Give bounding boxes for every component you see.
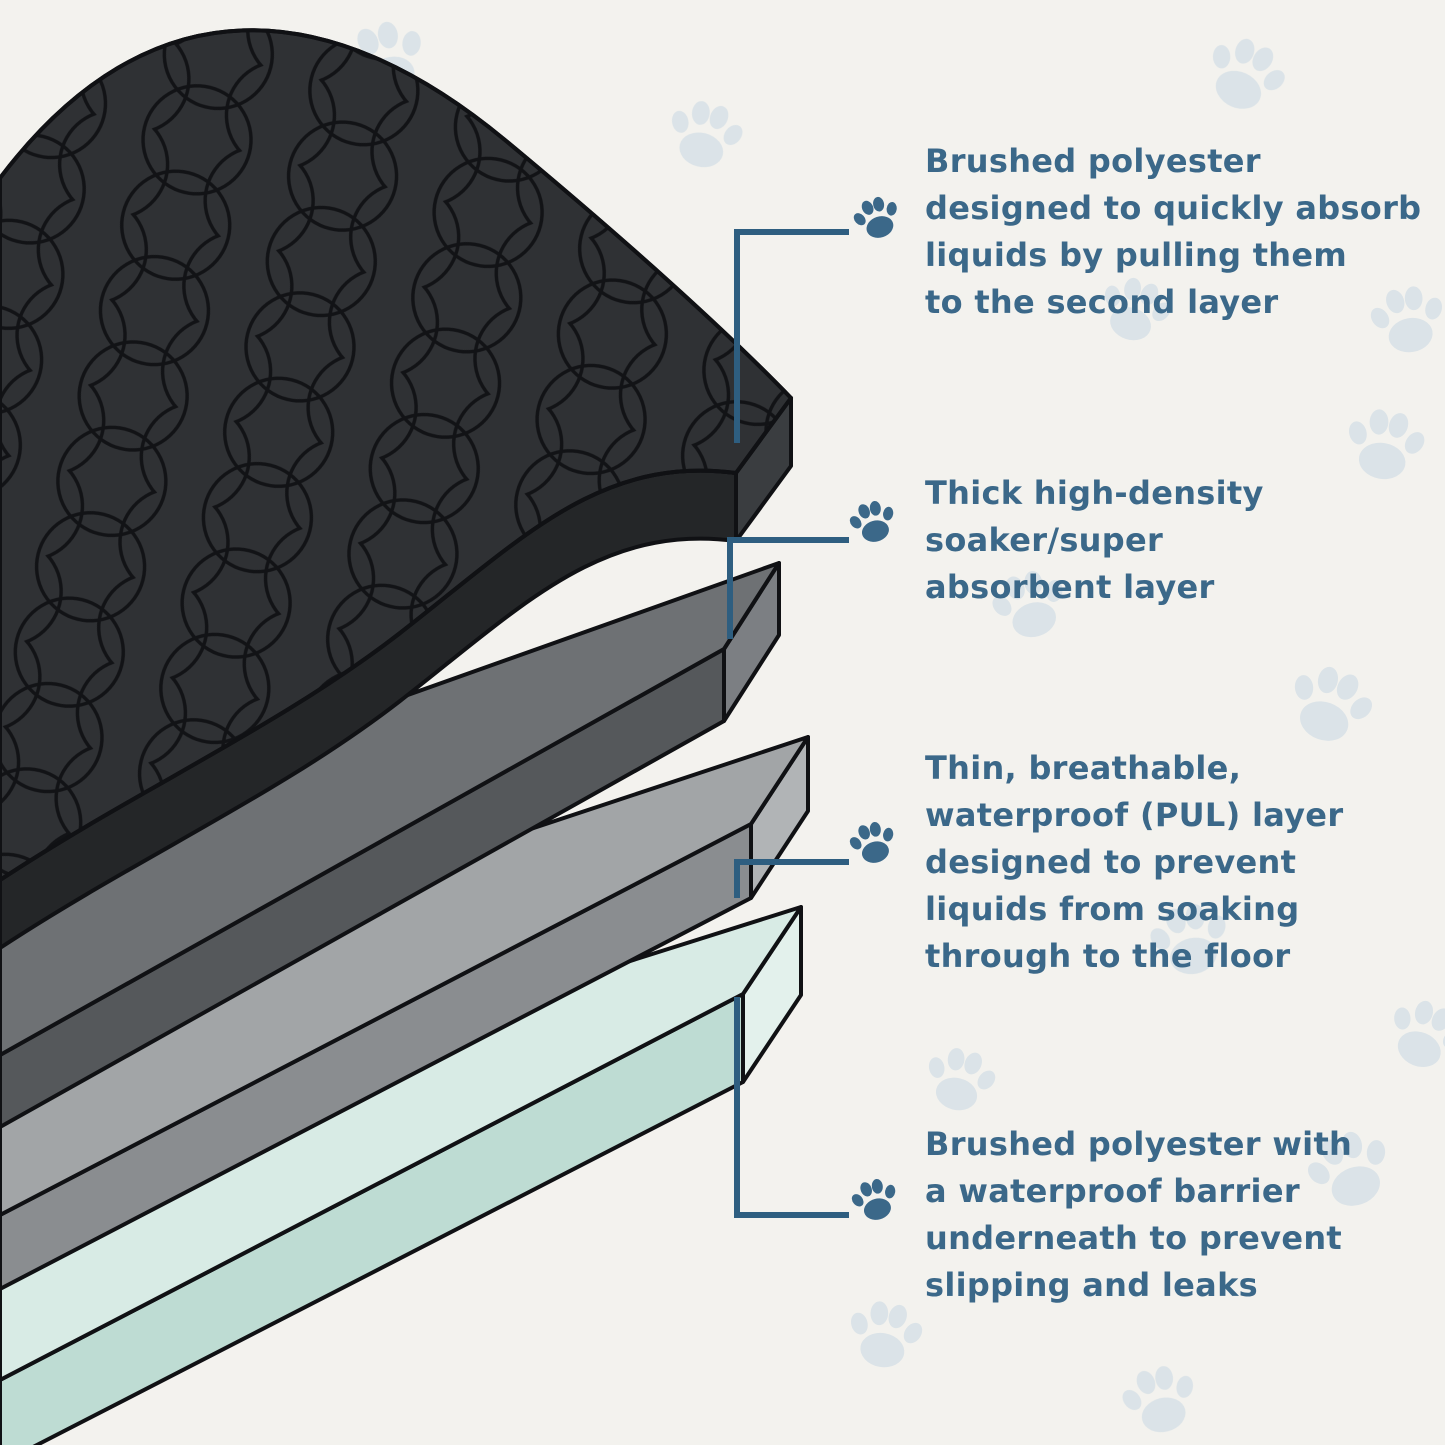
quilt-texture	[0, 28, 793, 882]
callout-lines	[727, 229, 849, 1218]
paw-icon	[847, 190, 907, 245]
layer-non-slip-backing	[0, 905, 803, 1445]
paw-print-decoration	[1276, 654, 1385, 754]
callout-text-top-layer: Brushed polyester designed to quickly ab…	[925, 142, 1422, 321]
paw-icon	[844, 816, 902, 869]
callout-text-backing-layer: Brushed polyester with a waterproof barr…	[925, 1125, 1353, 1304]
callout-line-4	[734, 997, 849, 1218]
callout-line-2	[727, 537, 849, 639]
layer-absorbent-core	[0, 561, 781, 1129]
layer-quilted-top	[0, 28, 793, 950]
paw-print-decoration	[659, 93, 752, 176]
paw-icon	[846, 1173, 904, 1226]
paw-print-decoration	[840, 1295, 930, 1374]
paw-print-decoration	[916, 1040, 1004, 1119]
paw-print-decoration	[1113, 1358, 1206, 1441]
callout-text-absorbent-layer: Thick high-density soaker/super absorben…	[925, 474, 1264, 606]
callout-line-1	[734, 229, 849, 443]
callout-line-3	[734, 859, 849, 898]
callout-text-waterproof-layer: Thin, breathable, waterproof (PUL) layer…	[925, 749, 1344, 975]
paw-print-decoration	[1193, 25, 1298, 124]
paw-print-decoration	[1376, 989, 1445, 1080]
paw-icon	[844, 495, 902, 548]
